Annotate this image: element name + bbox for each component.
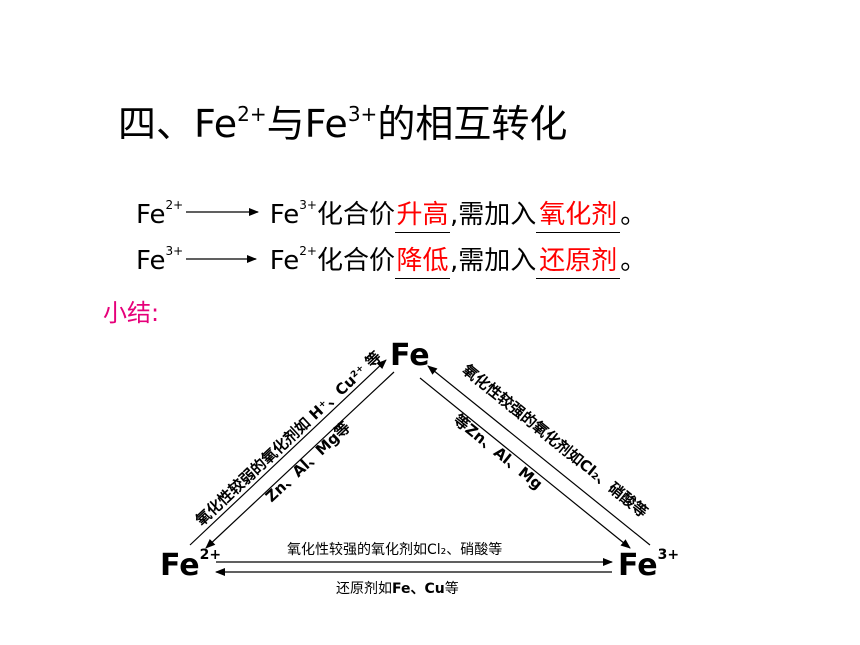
right-outer-arrow — [427, 365, 651, 546]
answer-blank: 还原剂 — [536, 244, 621, 279]
equation-fe2-to-fe3: Fe2+ Fe3+化合价升高,需加入氧化剂。 — [136, 198, 646, 233]
answer-blank: 升高 — [395, 198, 451, 233]
left-inner-arrow — [205, 371, 395, 549]
page-title: 四、Fe2+与Fe3+的相互转化 — [118, 102, 568, 146]
summary-label: 小结: — [103, 299, 160, 327]
right-inner-arrow — [419, 377, 631, 549]
fe3-label: Fe3+ — [618, 547, 680, 583]
left-outer-arrow — [189, 359, 387, 546]
answer-blank: 氧化剂 — [536, 198, 621, 233]
bottom-top-label: 氧化性较强的氧化剂如Cl₂、硝酸等 — [287, 542, 503, 558]
answer-blank: 降低 — [395, 244, 451, 279]
fe-top-label: Fe — [390, 338, 430, 373]
fe2-label: Fe2+ — [160, 547, 222, 583]
equation-fe3-to-fe2: Fe3+ Fe2+化合价降低,需加入还原剂。 — [136, 244, 646, 279]
bottom-bottom-label: 还原剂如Fe、Cu等 — [336, 581, 459, 597]
